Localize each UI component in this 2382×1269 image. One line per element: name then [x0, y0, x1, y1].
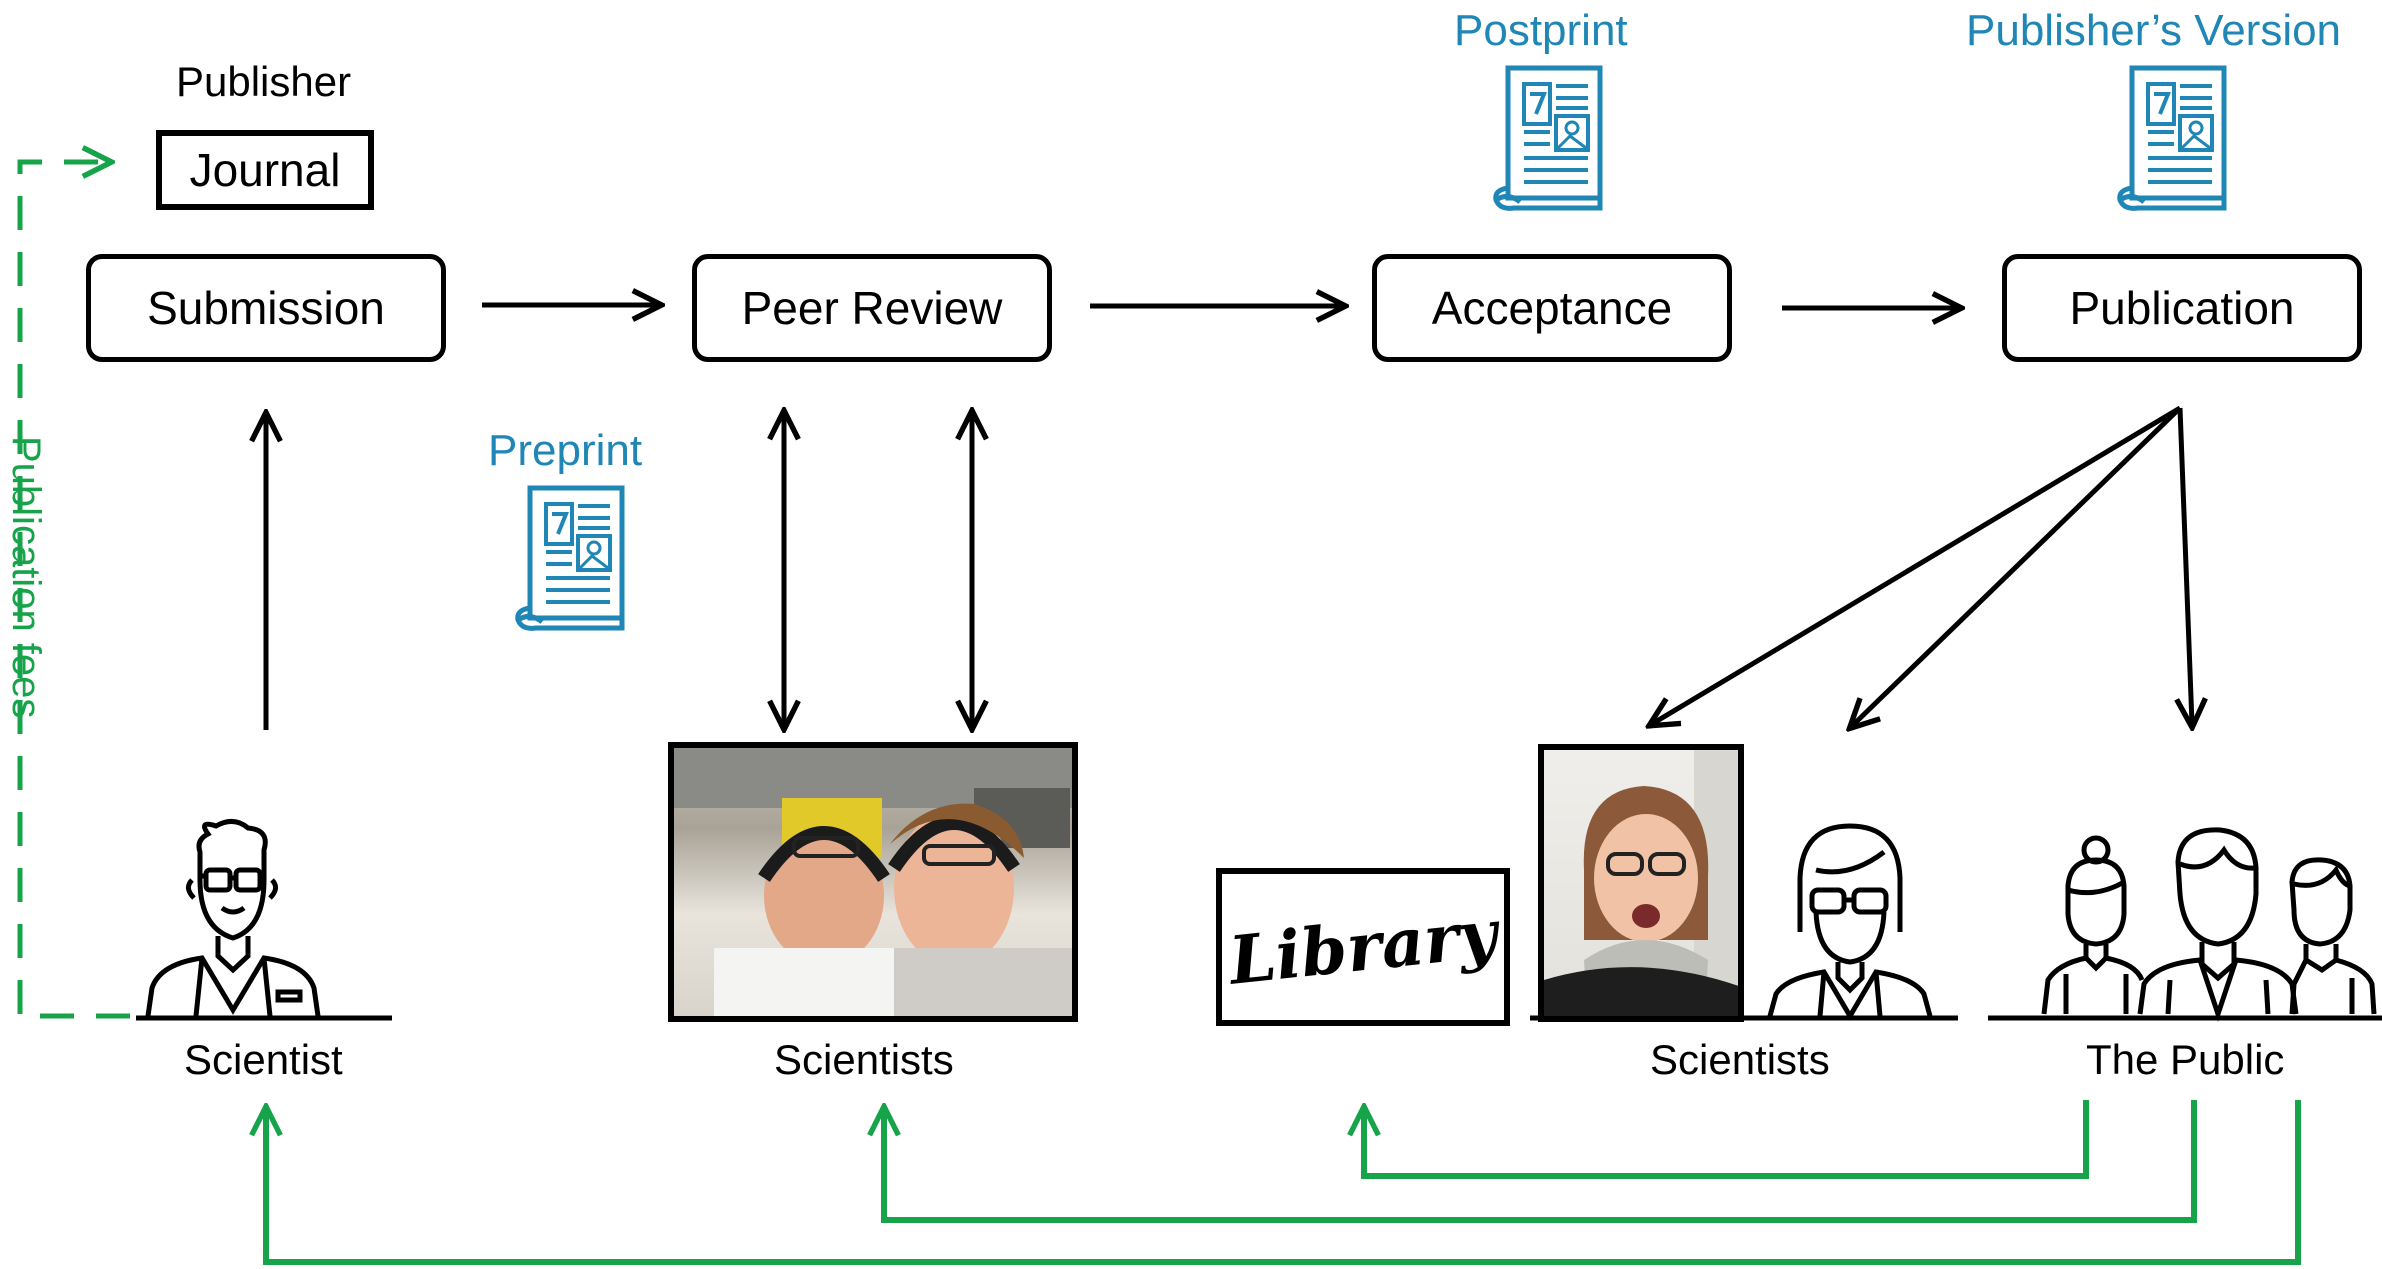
document-icon	[2120, 68, 2224, 208]
money-path-to-scientist	[266, 1100, 2301, 1265]
postprint-label: Postprint	[1454, 6, 1628, 55]
document-icon	[1496, 68, 1600, 208]
money-path-to-reviewers	[884, 1100, 2197, 1223]
journal-box: Journal	[156, 130, 374, 210]
peer-review-label: Peer Review	[741, 282, 1003, 334]
acceptance-label: Acceptance	[1431, 282, 1673, 334]
submission-box: Submission	[86, 254, 446, 362]
fees-dashed-path	[17, 162, 130, 1019]
reader-photo	[1538, 744, 1744, 1022]
publication-label: Publication	[2069, 282, 2295, 334]
money-path-to-library	[1364, 1100, 2089, 1179]
peer-review-box: Peer Review	[692, 254, 1052, 362]
document-icon	[518, 488, 622, 628]
preprint-label: Preprint	[488, 426, 643, 475]
publication-box: Publication	[2002, 254, 2362, 362]
publishers-version-label: Publisher’s Version	[1966, 6, 2342, 55]
arrow-publication-to-readers	[1652, 405, 2182, 724]
arrow-publication-to-readers-2	[1852, 406, 2182, 726]
library-box: Library	[1216, 868, 1510, 1026]
publication-fees-label: Publication fees	[4, 436, 48, 719]
scientist-icon	[145, 819, 321, 1017]
arrow-publication-to-public	[2180, 407, 2192, 724]
reviewers-label: Scientists	[774, 1036, 954, 1083]
library-label: Library	[1225, 894, 1501, 1000]
reviewers-photo	[668, 742, 1078, 1022]
submission-label: Submission	[147, 282, 385, 334]
public-label: The Public	[2086, 1036, 2285, 1083]
public-group-icon	[2041, 827, 2377, 1022]
scientist-label: Scientist	[184, 1036, 343, 1083]
acceptance-box: Acceptance	[1372, 254, 1732, 362]
female-scientist-icon	[1767, 823, 1933, 1021]
readers-label: Scientists	[1650, 1036, 1830, 1083]
journal-label: Journal	[189, 144, 341, 196]
publisher-label: Publisher	[176, 58, 352, 105]
